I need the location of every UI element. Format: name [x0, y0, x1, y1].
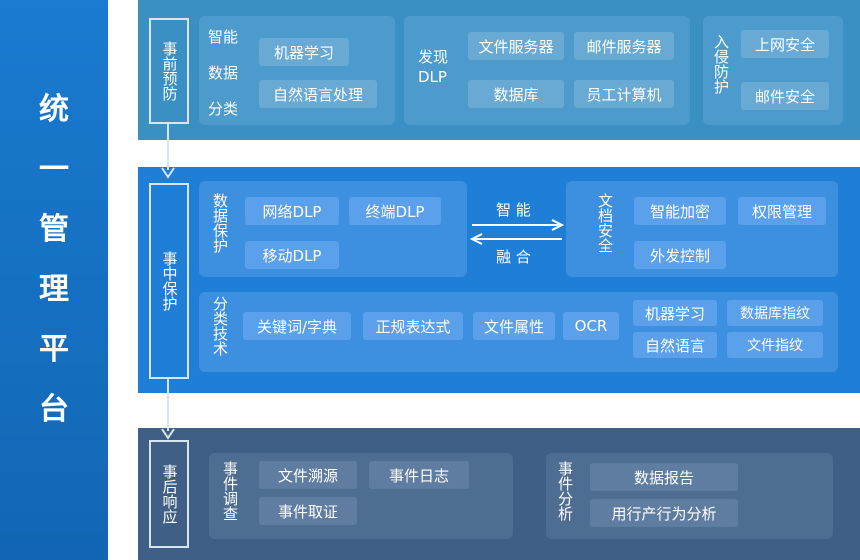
flow-connector-line	[167, 124, 169, 170]
chip-regex: 正规表达式	[363, 312, 463, 340]
fusion-top-label: 智 能	[496, 201, 531, 219]
chip-nlp: 自然语言处理	[259, 80, 377, 108]
discover-label-top: 发现	[418, 48, 449, 66]
chip-file-attribute: 文件属性	[473, 312, 555, 340]
chip-event-log: 事件日志	[369, 461, 469, 489]
chip-mail-server: 邮件服务器	[574, 32, 674, 60]
panel-data-protection: 数据保护 网络DLP 终端DLP 移动DLP	[199, 181, 467, 277]
chip-employee-pc: 员工计算机	[574, 80, 674, 108]
classify-line: 智能	[208, 28, 239, 46]
flow-arrow-down-icon	[161, 167, 175, 179]
fusion-bottom-label: 融 合	[496, 248, 531, 266]
chip-data-report: 数据报告	[590, 463, 738, 491]
chip-ocr: OCR	[563, 312, 619, 340]
platform-title-char: 一	[39, 152, 69, 187]
analysis-label: 事件分析	[556, 461, 574, 521]
panel-incident-analysis: 事件分析 数据报告 用行产行为分析	[546, 453, 833, 539]
stage-mid-label: 事中保护	[160, 251, 179, 311]
investigation-label: 事件调查	[221, 461, 239, 521]
platform-title-char: 管	[39, 212, 69, 247]
chip-smart-encryption: 智能加密	[634, 197, 726, 225]
stage-pre-prevention: 事前预防	[149, 18, 189, 124]
platform-sidebar: 统 一 管 理 平 台	[0, 0, 108, 560]
classify-line: 分类	[208, 100, 239, 118]
chip-evidence-collection: 事件取证	[259, 497, 357, 525]
platform-title-char: 台	[39, 392, 69, 427]
chip-file-fingerprint: 文件指纹	[727, 332, 823, 358]
chip-keyword-dictionary: 关键词/字典	[243, 312, 351, 340]
chip-file-tracing: 文件溯源	[259, 461, 357, 489]
classify-line: 数据	[208, 64, 239, 82]
intrusion-label: 入侵防护	[712, 34, 730, 94]
platform-title: 统 一 管 理 平 台	[0, 80, 108, 440]
chip-database: 数据库	[468, 80, 564, 108]
panel-incident-investigation: 事件调查 文件溯源 事件日志 事件取证	[209, 453, 513, 539]
chip-network-dlp: 网络DLP	[245, 197, 339, 225]
chip-permission-management: 权限管理	[738, 197, 826, 225]
chip-file-server: 文件服务器	[468, 32, 564, 60]
chip-mobile-dlp: 移动DLP	[245, 241, 339, 269]
discover-label-bottom: DLP	[418, 68, 447, 86]
chip-outbound-control: 外发控制	[634, 241, 726, 269]
chip-db-fingerprint: 数据库指纹	[727, 300, 823, 326]
chip-machine-learning: 机器学习	[259, 38, 349, 66]
doc-security-label: 文档安全	[596, 193, 614, 253]
platform-title-char: 统	[39, 92, 69, 127]
data-protect-label: 数据保护	[211, 193, 229, 253]
panel-smart-classification: 智能 数据 分类 机器学习 自然语言处理	[199, 16, 395, 125]
chip-endpoint-dlp: 终端DLP	[349, 197, 441, 225]
chip-ml: 机器学习	[633, 300, 717, 326]
panel-classification-tech: 分类技术 关键词/字典 正规表达式 文件属性 OCR 机器学习 数据库指纹 自然…	[199, 292, 838, 372]
stage-pre-label: 事前预防	[160, 41, 179, 101]
chip-mail-security: 邮件安全	[741, 82, 829, 110]
chip-behavior-analysis: 用行产行为分析	[590, 499, 738, 527]
arrow-right-icon	[472, 219, 565, 231]
panel-intrusion-prevention: 入侵防护 上网安全 邮件安全	[703, 16, 843, 125]
chip-web-security: 上网安全	[741, 30, 829, 58]
stage-post-response: 事后响应	[149, 440, 189, 548]
flow-connector-line	[167, 379, 169, 431]
stage-post-label: 事后响应	[160, 464, 179, 524]
classify-tech-label: 分类技术	[211, 296, 229, 356]
chip-natural-language: 自然语言	[633, 332, 717, 358]
panel-dlp-discovery: 发现 DLP 文件服务器 邮件服务器 数据库 员工计算机	[404, 16, 690, 125]
platform-title-char: 理	[39, 272, 69, 307]
stage-mid-protection: 事中保护	[149, 183, 189, 379]
flow-arrow-down-icon	[161, 428, 175, 440]
arrow-left-icon	[469, 233, 562, 245]
panel-document-security: 文档安全 智能加密 权限管理 外发控制	[566, 181, 838, 277]
platform-title-char: 平	[39, 332, 69, 367]
